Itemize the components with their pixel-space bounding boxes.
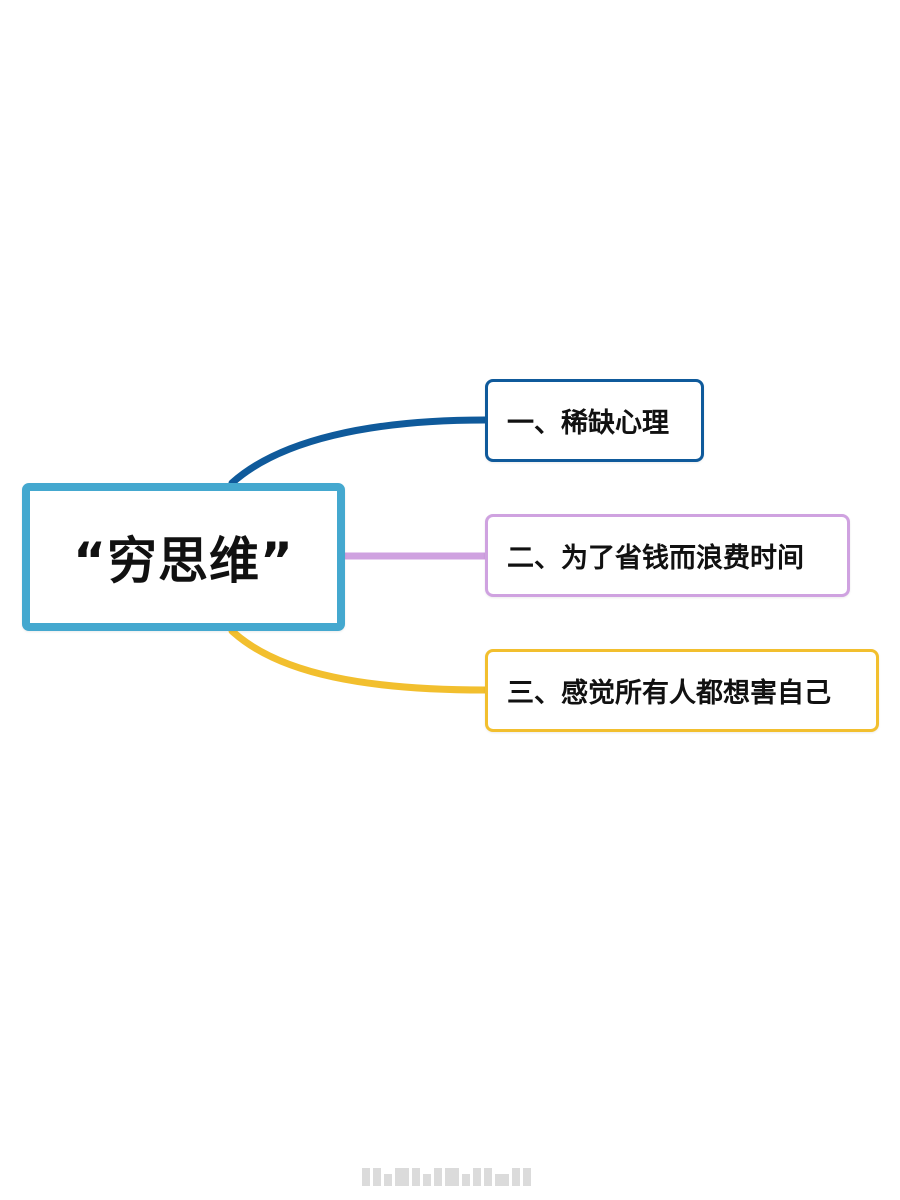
branch-topic-1-label: 一、稀缺心理 (507, 408, 669, 439)
connector-branch-3 (228, 627, 489, 694)
branch-topic-3[interactable]: 三、感觉所有人都想害自己 (485, 649, 879, 732)
branch-topic-2[interactable]: 二、为了省钱而浪费时间 (485, 514, 850, 597)
branch-topic-1[interactable]: 一、稀缺心理 (485, 379, 704, 462)
central-topic-title: “穷思维” (73, 532, 294, 590)
watermark (362, 1168, 538, 1186)
branch-topic-3-label: 三、感觉所有人都想害自己 (507, 678, 831, 709)
branch-topic-2-label: 二、为了省钱而浪费时间 (507, 543, 804, 574)
connector-branch-1 (228, 416, 489, 487)
central-topic[interactable]: “穷思维” (22, 483, 345, 631)
